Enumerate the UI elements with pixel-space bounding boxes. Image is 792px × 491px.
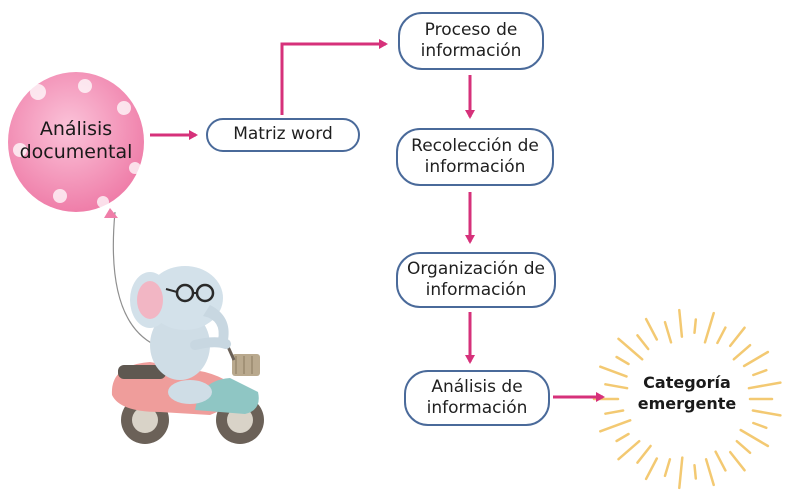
sunburst-ray	[747, 381, 782, 390]
sunburst-ray	[693, 318, 698, 335]
sunburst-icon	[592, 308, 782, 490]
start-node-line1: Análisis	[39, 118, 113, 140]
sunburst-ray	[636, 444, 652, 464]
step-node-line2: información	[420, 41, 522, 61]
sunburst-ray	[735, 439, 752, 455]
sunburst-ray	[663, 458, 672, 478]
sunburst-ray	[716, 326, 727, 345]
matrix-node: Matriz word	[206, 118, 360, 152]
sunburst-ray	[615, 432, 630, 443]
step-node-line2: información	[426, 398, 528, 418]
sunburst-ray	[604, 383, 629, 390]
sunburst-ray	[732, 343, 752, 361]
sunburst-ray	[739, 428, 770, 448]
step-node-recoleccion: Recolección de información	[396, 128, 554, 186]
sunburst-ray	[617, 439, 641, 461]
start-node-line2: documental	[19, 140, 133, 163]
start-node-label: Análisis documental	[16, 118, 136, 164]
arrows	[150, 39, 605, 402]
sunburst-ray	[599, 419, 632, 433]
sunburst-ray	[703, 311, 715, 344]
sunburst-ray	[636, 334, 650, 351]
sunburst-ray	[714, 450, 727, 472]
sunburst-ray	[678, 456, 684, 490]
sunburst-ray	[704, 458, 715, 487]
sunburst-ray	[693, 463, 698, 480]
sunburst-ray	[752, 421, 768, 430]
step-node-line2: información	[425, 280, 527, 300]
sunburst-ray	[751, 409, 782, 417]
step-node-proceso: Proceso de información	[398, 12, 544, 70]
step-node-line1: Recolección de	[411, 135, 539, 156]
matrix-node-label: Matriz word	[233, 124, 333, 145]
sunburst-ray	[752, 368, 768, 377]
step-node-line1: Análisis de	[431, 376, 523, 397]
sunburst-ray	[644, 317, 659, 341]
step-node-organizacion: Organización de información	[396, 252, 556, 308]
step-node-line1: Organización de	[406, 258, 546, 279]
sunburst-ray	[728, 450, 746, 472]
elephant-on-scooter-icon	[111, 266, 264, 444]
sunburst-ray	[617, 337, 644, 361]
sunburst-ray	[599, 365, 628, 378]
sunburst-ray	[728, 326, 746, 348]
step-node-analisis: Análisis de información	[404, 370, 550, 426]
arrow-matrix-to-step1	[280, 39, 388, 115]
sunburst-ray	[644, 457, 659, 481]
sunburst-ray	[615, 355, 630, 366]
result-node-line2: emergente	[637, 393, 737, 413]
result-node-line1: Categoría	[643, 373, 731, 392]
sunburst-ray	[742, 350, 770, 368]
sunburst-ray	[663, 320, 673, 344]
result-node-label: Categoría emergente	[612, 373, 762, 415]
balloon-icon	[8, 72, 156, 346]
sunburst-ray	[678, 308, 684, 338]
step-node-line2: información	[424, 157, 526, 177]
step-node-line1: Proceso de	[424, 19, 518, 40]
sunburst-ray	[604, 409, 625, 415]
